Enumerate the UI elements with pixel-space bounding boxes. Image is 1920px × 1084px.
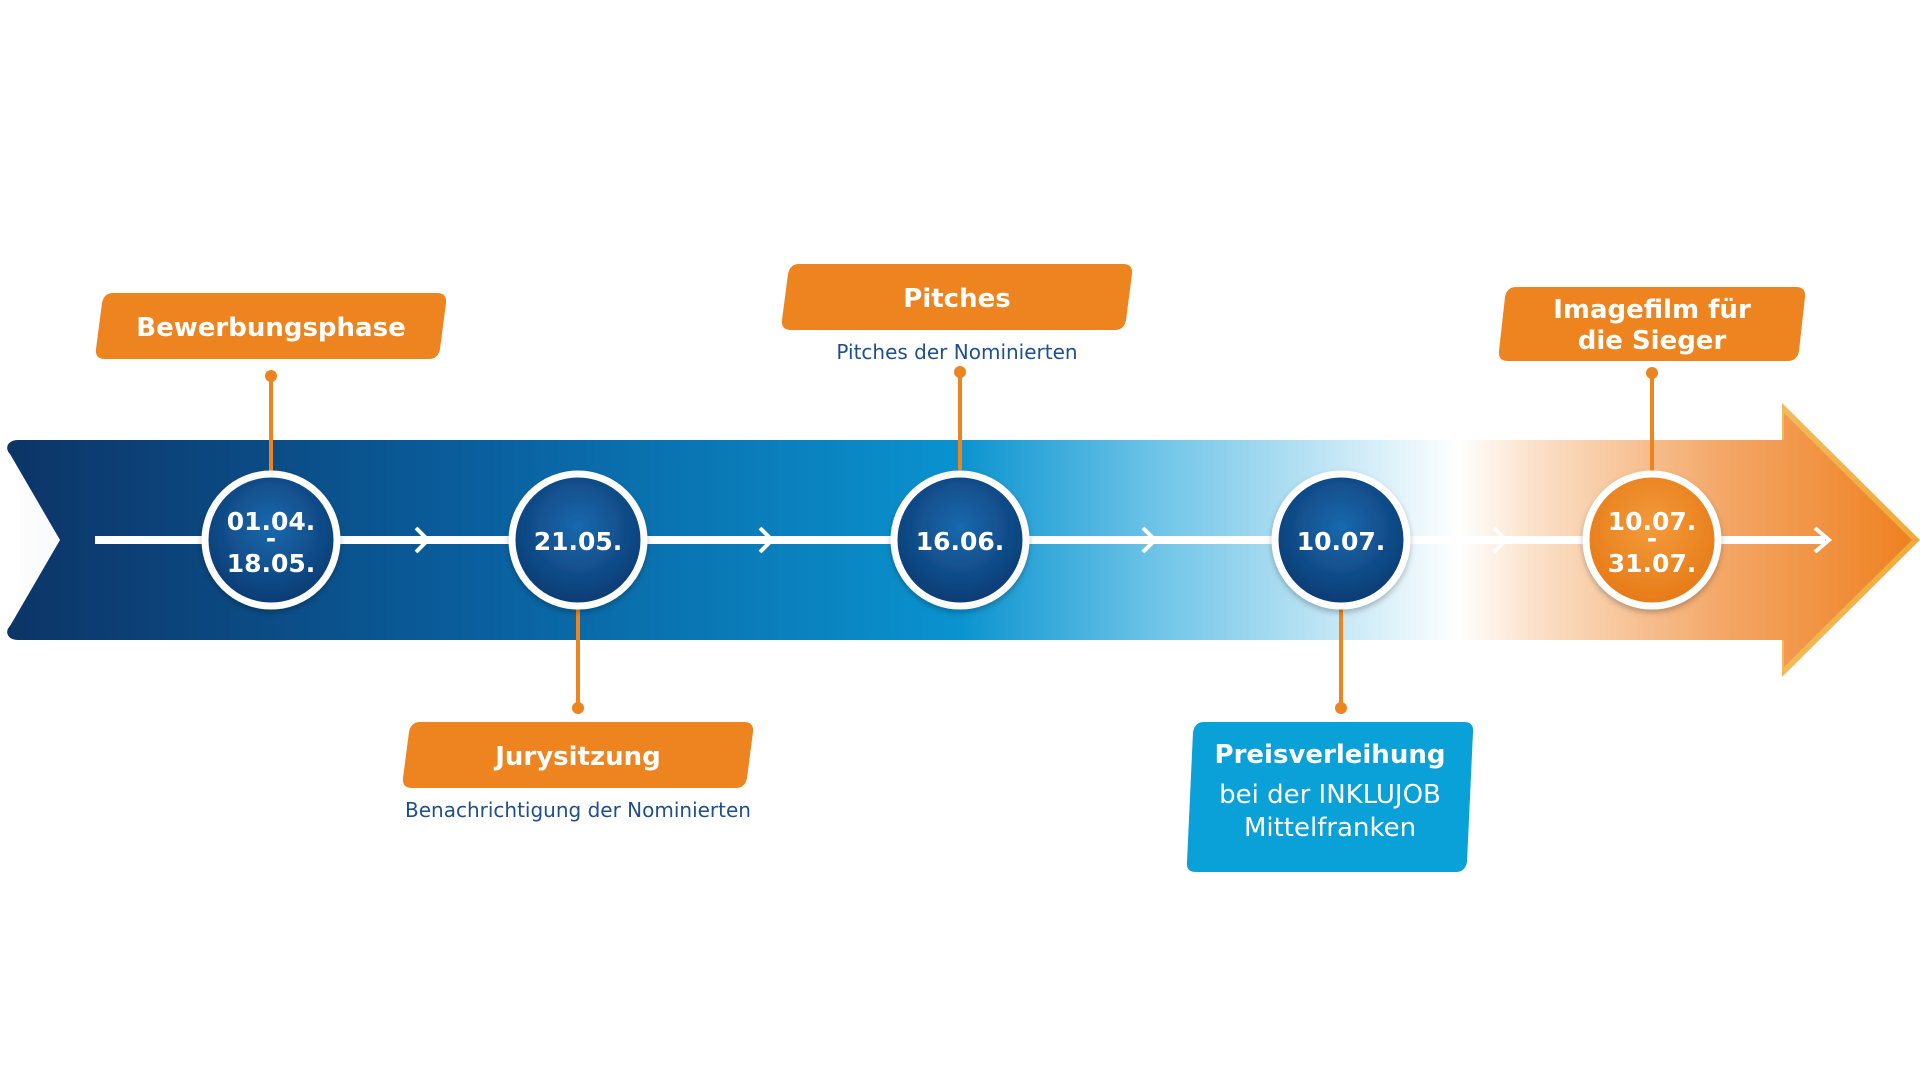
chevron-right-icon (758, 526, 775, 554)
milestone-label-box (1186, 722, 1474, 872)
date-circle (890, 470, 1030, 610)
connector-dot (1646, 367, 1658, 379)
connector-dot (954, 366, 966, 378)
milestone-detail: bei der INKLUJOB (1219, 780, 1441, 810)
milestone-label: Preisverleihung (1215, 740, 1446, 770)
milestone-subtitle: Benachrichtigung der Nominierten (405, 798, 751, 822)
connector-dot (265, 370, 277, 382)
milestone-label-box (1498, 287, 1806, 361)
axis-end-arrowhead-icon (1813, 526, 1833, 554)
milestone-date-separator: - (266, 524, 276, 553)
milestone-date: 16.06. (916, 527, 1005, 556)
milestone-label: Pitches (903, 284, 1010, 314)
milestone-label: Bewerbungsphase (136, 313, 405, 343)
milestone: 01.04.-18.05. Bewerbungsphase (95, 293, 447, 610)
milestone-date-start: 01.04. (227, 507, 316, 536)
milestone: 10.07. Preisverleihung bei der INKLUJOBMit… (1186, 470, 1474, 872)
milestone-date-end: 31.07. (1608, 549, 1697, 578)
milestone-label-box (781, 264, 1133, 330)
milestone-label-box (95, 293, 447, 359)
chevron-right-icon (414, 526, 431, 554)
chevron-right-icon (1141, 526, 1158, 554)
milestones-layer: 01.04.-18.05.Bewerbungsphase21.05.Jurysi… (95, 264, 1806, 872)
milestone-date: 21.05. (534, 527, 623, 556)
milestone-label: Jurysitzung (493, 742, 661, 772)
milestone-date-separator: - (1647, 524, 1657, 553)
milestone-date: 10.07. (1297, 527, 1386, 556)
milestone-date-start: 10.07. (1608, 507, 1697, 536)
milestone-date-end: 18.05. (227, 549, 316, 578)
connector-dot (572, 702, 584, 714)
date-circle (1271, 470, 1411, 610)
date-circle (1582, 470, 1722, 610)
milestone-label: die Sieger (1578, 326, 1727, 356)
chevron-right-icon (1492, 526, 1509, 554)
milestone-label-box (402, 722, 754, 788)
milestone-detail: Mittelfranken (1244, 813, 1416, 843)
milestone-label: Imagefilm für (1553, 295, 1751, 325)
date-circle (201, 470, 341, 610)
date-circle (508, 470, 648, 610)
milestone-subtitle: Pitches der Nominierten (836, 340, 1077, 364)
connector-dot (1335, 702, 1347, 714)
